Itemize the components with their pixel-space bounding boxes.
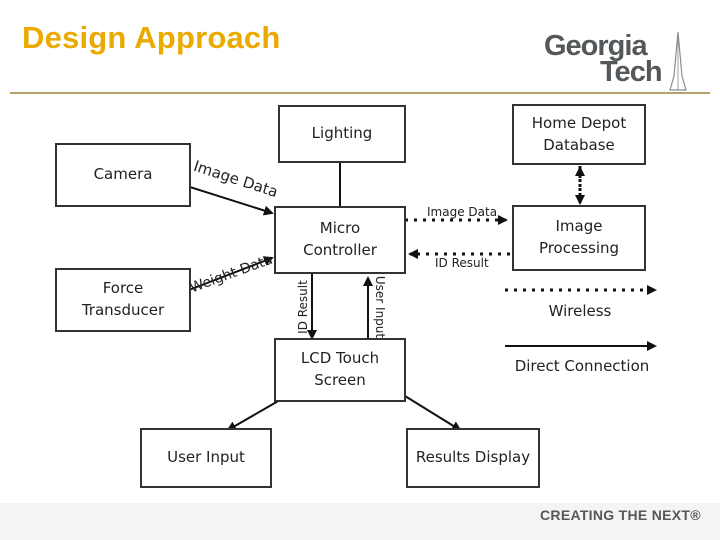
lighting-box: Lighting bbox=[278, 105, 406, 163]
tech-tower-icon bbox=[669, 32, 687, 91]
title-rule bbox=[10, 92, 710, 94]
logo-text-georgia: Georgia bbox=[544, 30, 648, 62]
legend-wireless-label: Wireless bbox=[548, 302, 612, 320]
id-result-vertical-label: ID Result bbox=[296, 280, 310, 334]
results-display-box: Results Display bbox=[406, 428, 540, 488]
micro-controller-box: Micro Controller bbox=[274, 206, 406, 274]
home-depot-database-box: Home Depot Database bbox=[512, 104, 646, 165]
id-result-label: ID Result bbox=[435, 256, 489, 270]
image-data-label: Image Data bbox=[427, 205, 498, 219]
footer-tagline: CREATING THE NEXT® bbox=[540, 507, 701, 523]
lcd-touch-screen-box: LCD Touch Screen bbox=[274, 338, 406, 402]
image-processing-box: Image Processing bbox=[512, 205, 646, 271]
legend-direct-label: Direct Connection bbox=[514, 357, 650, 375]
slide-title: Design Approach bbox=[22, 20, 281, 55]
force-transducer-box: Force Transducer bbox=[55, 268, 191, 332]
logo-text-tech: Tech bbox=[600, 56, 663, 88]
camera-box: Camera bbox=[55, 143, 191, 207]
arrow-lcd-to-user-input bbox=[226, 399, 281, 431]
user-input-box: User Input bbox=[140, 428, 272, 488]
arrow-lcd-to-results bbox=[404, 395, 462, 432]
georgia-tech-logo: Georgia Tech bbox=[540, 30, 690, 96]
user-input-vertical-label: User Input bbox=[373, 275, 387, 339]
footer-bar bbox=[0, 503, 720, 540]
